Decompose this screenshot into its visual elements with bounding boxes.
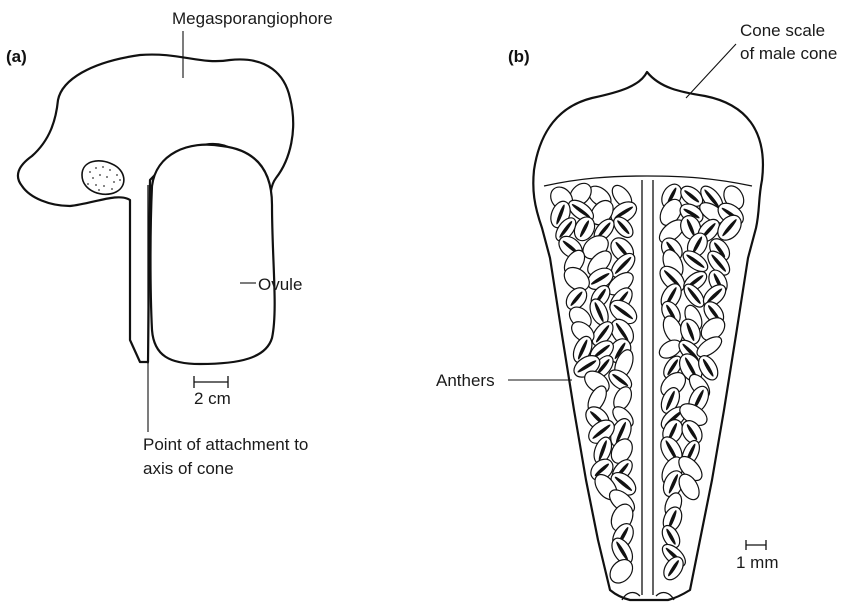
panel-b: (b) Cone scale of male cone Anthers 1 mm: [436, 21, 837, 600]
label-cone-scale-line1: Cone scale: [740, 21, 825, 40]
label-megasporangiophore: Megasporangiophore: [172, 9, 333, 28]
label-attachment-line2: axis of cone: [143, 459, 234, 478]
panel-b-tag: (b): [508, 47, 530, 66]
label-scale-b: 1 mm: [736, 553, 779, 572]
label-ovule: Ovule: [258, 275, 302, 294]
cone-scale: [533, 72, 763, 600]
scalebar-a: [194, 376, 228, 388]
ovule: [151, 145, 275, 364]
panel-a: (a) Megasporangiophore Ovule 2 cm Point …: [6, 9, 333, 478]
label-cone-scale-line2: of male cone: [740, 44, 837, 63]
leader-cone-scale: [686, 44, 736, 98]
scalebar-b: [746, 540, 766, 550]
label-attachment-line1: Point of attachment to: [143, 435, 308, 454]
panel-a-tag: (a): [6, 47, 27, 66]
label-scale-a: 2 cm: [194, 389, 231, 408]
label-anthers: Anthers: [436, 371, 495, 390]
